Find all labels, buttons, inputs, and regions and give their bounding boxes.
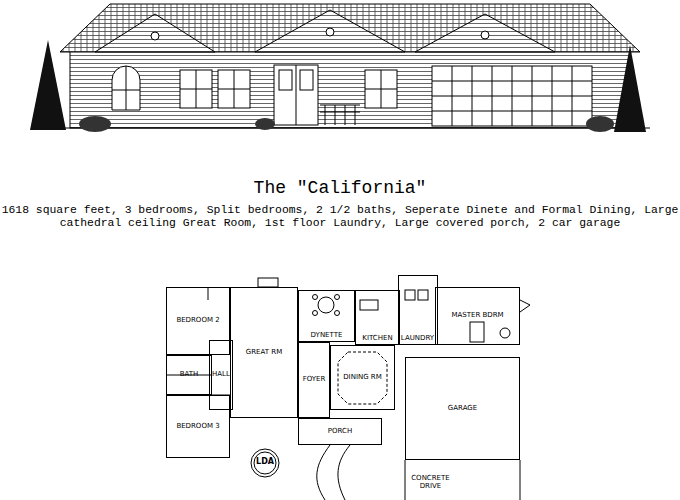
room-label: DINING RM [342,373,383,383]
room-label: HALL [211,370,231,380]
room-label: KITCHEN [361,334,393,344]
room-label: GREAT RM [245,348,283,358]
room-label: DYNETTE [310,331,344,341]
room-box: KITCHEN [355,290,400,345]
room-box: DYNETTE [298,290,355,342]
room-box: MASTER BDRM [435,287,520,345]
room-label: BATH [179,370,200,380]
room-box: FOYER [298,342,330,418]
room-label: MASTER BDRM [450,311,504,321]
room-box: LAUNDRY [398,275,438,345]
room-box: BEDROOM 2 [166,287,230,355]
room-box: PORCH [298,418,382,445]
room-box: GARAGE [405,357,520,460]
room-box: DINING RM [330,345,395,410]
room-label: BEDROOM 2 [175,316,220,326]
room-label: LAUNDRY [400,334,435,344]
plan-label: CONCRETE DRIVE [408,474,453,490]
plan-label: LDA [250,457,280,466]
plan-caption: 1618 square feet, 3 bedrooms, Split bedr… [0,204,680,230]
room-box: BATH [166,355,212,395]
room-label: PORCH [327,427,353,437]
room-label: BEDROOM 3 [175,422,220,432]
room-label: FOYER [302,375,327,385]
room-label: GARAGE [447,404,478,414]
plan-title: The "California" [0,178,680,198]
room-box: BEDROOM 3 [166,395,230,458]
room-box: GREAT RM [230,287,298,418]
